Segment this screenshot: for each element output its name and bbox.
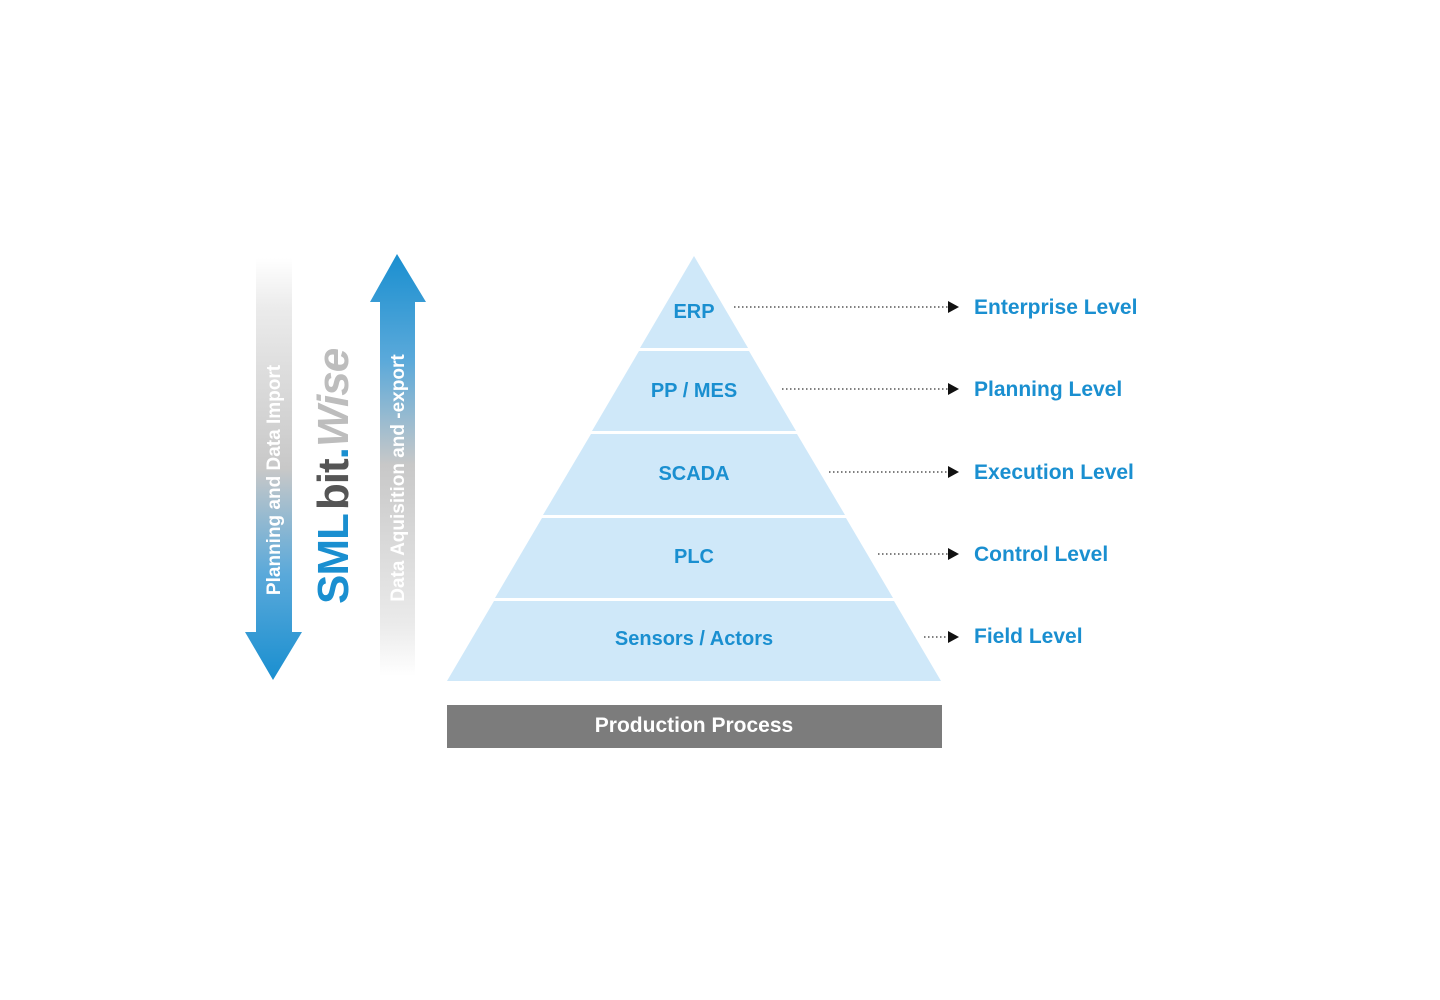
pyramid-tier-pp-mes: [592, 351, 796, 431]
tier-label-scada: SCADA: [658, 463, 729, 485]
arrowhead-control: [948, 548, 959, 560]
pyramid-tier-erp: [640, 256, 748, 348]
tier-label-pp-mes: PP / MES: [651, 380, 737, 402]
data-acquisition-export-label: Data Aquisition and -export: [388, 354, 409, 602]
sml-bitwise-logo: SMLbit.Wise: [309, 348, 358, 604]
production-process-bar: [447, 705, 942, 748]
arrowhead-enterprise: [948, 301, 959, 313]
level-label-field: Field Level: [974, 625, 1083, 648]
level-label-planning: Planning Level: [974, 378, 1122, 401]
level-connectors: [734, 306, 950, 638]
production-process-base: Production Process: [447, 705, 942, 748]
level-label-control: Control Level: [974, 543, 1108, 566]
pyramid-tier-plc: [495, 518, 893, 598]
up-arrow-shape: [370, 254, 426, 676]
logo-sml: SML: [309, 514, 358, 604]
connector-arrowheads: [948, 301, 959, 643]
level-label-execution: Execution Level: [974, 461, 1134, 484]
arrowhead-planning: [948, 383, 959, 395]
level-labels: Enterprise Level Planning Level Executio…: [974, 296, 1137, 648]
logo-dot: .: [309, 447, 358, 459]
tier-label-sensors-actors: Sensors / Actors: [615, 628, 773, 650]
pyramid-tier-scada: [543, 434, 845, 515]
tier-label-plc: PLC: [674, 546, 714, 568]
production-process-label: Production Process: [595, 714, 793, 737]
logo-wise: Wise: [309, 348, 358, 447]
logo-bit: bit: [309, 458, 358, 510]
pyramid-tier-sensors-actors: [447, 601, 941, 681]
arrowhead-execution: [948, 466, 959, 478]
planning-data-import-label: Planning and Data Import: [264, 364, 285, 595]
tier-label-erp: ERP: [673, 301, 714, 323]
down-arrow-shape: [245, 258, 302, 680]
data-acquisition-export-arrow: Data Aquisition and -export: [370, 254, 426, 676]
level-label-enterprise: Enterprise Level: [974, 296, 1137, 319]
arrowhead-field: [948, 631, 959, 643]
pyramid: ERP PP / MES SCADA PLC Sensors / Actors: [447, 256, 941, 681]
logo-wordmark: SMLbit.Wise: [309, 348, 358, 604]
planning-data-import-arrow: Planning and Data Import: [245, 258, 302, 680]
